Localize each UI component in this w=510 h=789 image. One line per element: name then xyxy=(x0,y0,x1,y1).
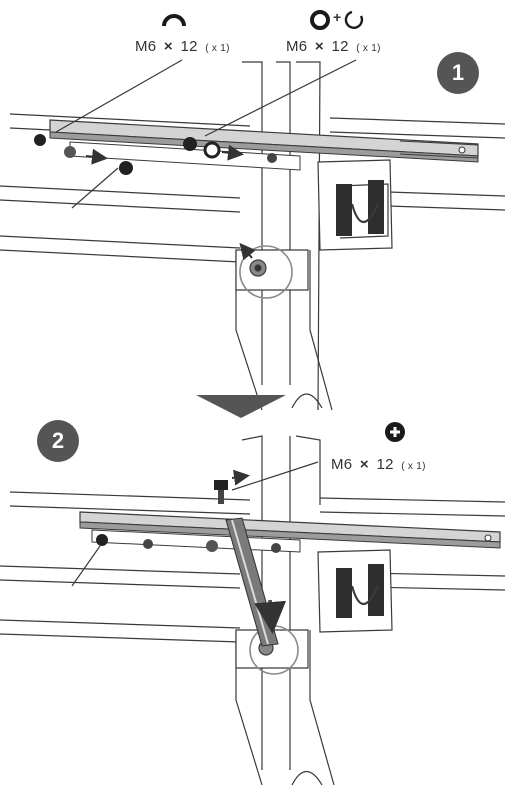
step1-leader-lines xyxy=(55,59,357,209)
step1-left-label: M6 × 12 ( x 1) xyxy=(135,38,230,55)
bolt-quantity: ( x 1) xyxy=(356,43,381,54)
step2-scene xyxy=(0,435,506,786)
bolt-head-icon xyxy=(385,422,405,442)
plus-sign: + xyxy=(333,9,342,25)
step2-badge: 2 xyxy=(37,420,79,462)
step2-diagonal-strap xyxy=(225,517,287,647)
step1-rail xyxy=(49,119,479,171)
times-symbol: × xyxy=(314,38,324,55)
bolt-size: M6 xyxy=(331,456,353,473)
step1-right-label: M6 × 12 ( x 1) xyxy=(286,38,381,55)
step1-scene xyxy=(0,61,506,411)
step1-fasteners xyxy=(34,134,277,175)
next-step-arrow xyxy=(196,395,286,418)
bolt-size: M6 xyxy=(286,38,308,55)
times-symbol: × xyxy=(359,456,369,473)
bolt-length: 12 xyxy=(376,456,394,473)
bolt-length: 12 xyxy=(180,38,198,55)
step2-leader-lines xyxy=(71,461,319,587)
step1-badge: 1 xyxy=(437,52,479,94)
times-symbol: × xyxy=(163,38,173,55)
bolt-length: 12 xyxy=(331,38,349,55)
lock-washer-icon xyxy=(344,10,364,29)
step2-label: M6 × 12 ( x 1) xyxy=(331,456,426,473)
washer-icon xyxy=(310,10,330,30)
bolt-size: M6 xyxy=(135,38,157,55)
bolt-quantity: ( x 1) xyxy=(401,461,426,472)
bolt-quantity: ( x 1) xyxy=(205,43,230,54)
step2-bolt xyxy=(214,469,250,504)
nut-open-icon xyxy=(162,14,186,27)
